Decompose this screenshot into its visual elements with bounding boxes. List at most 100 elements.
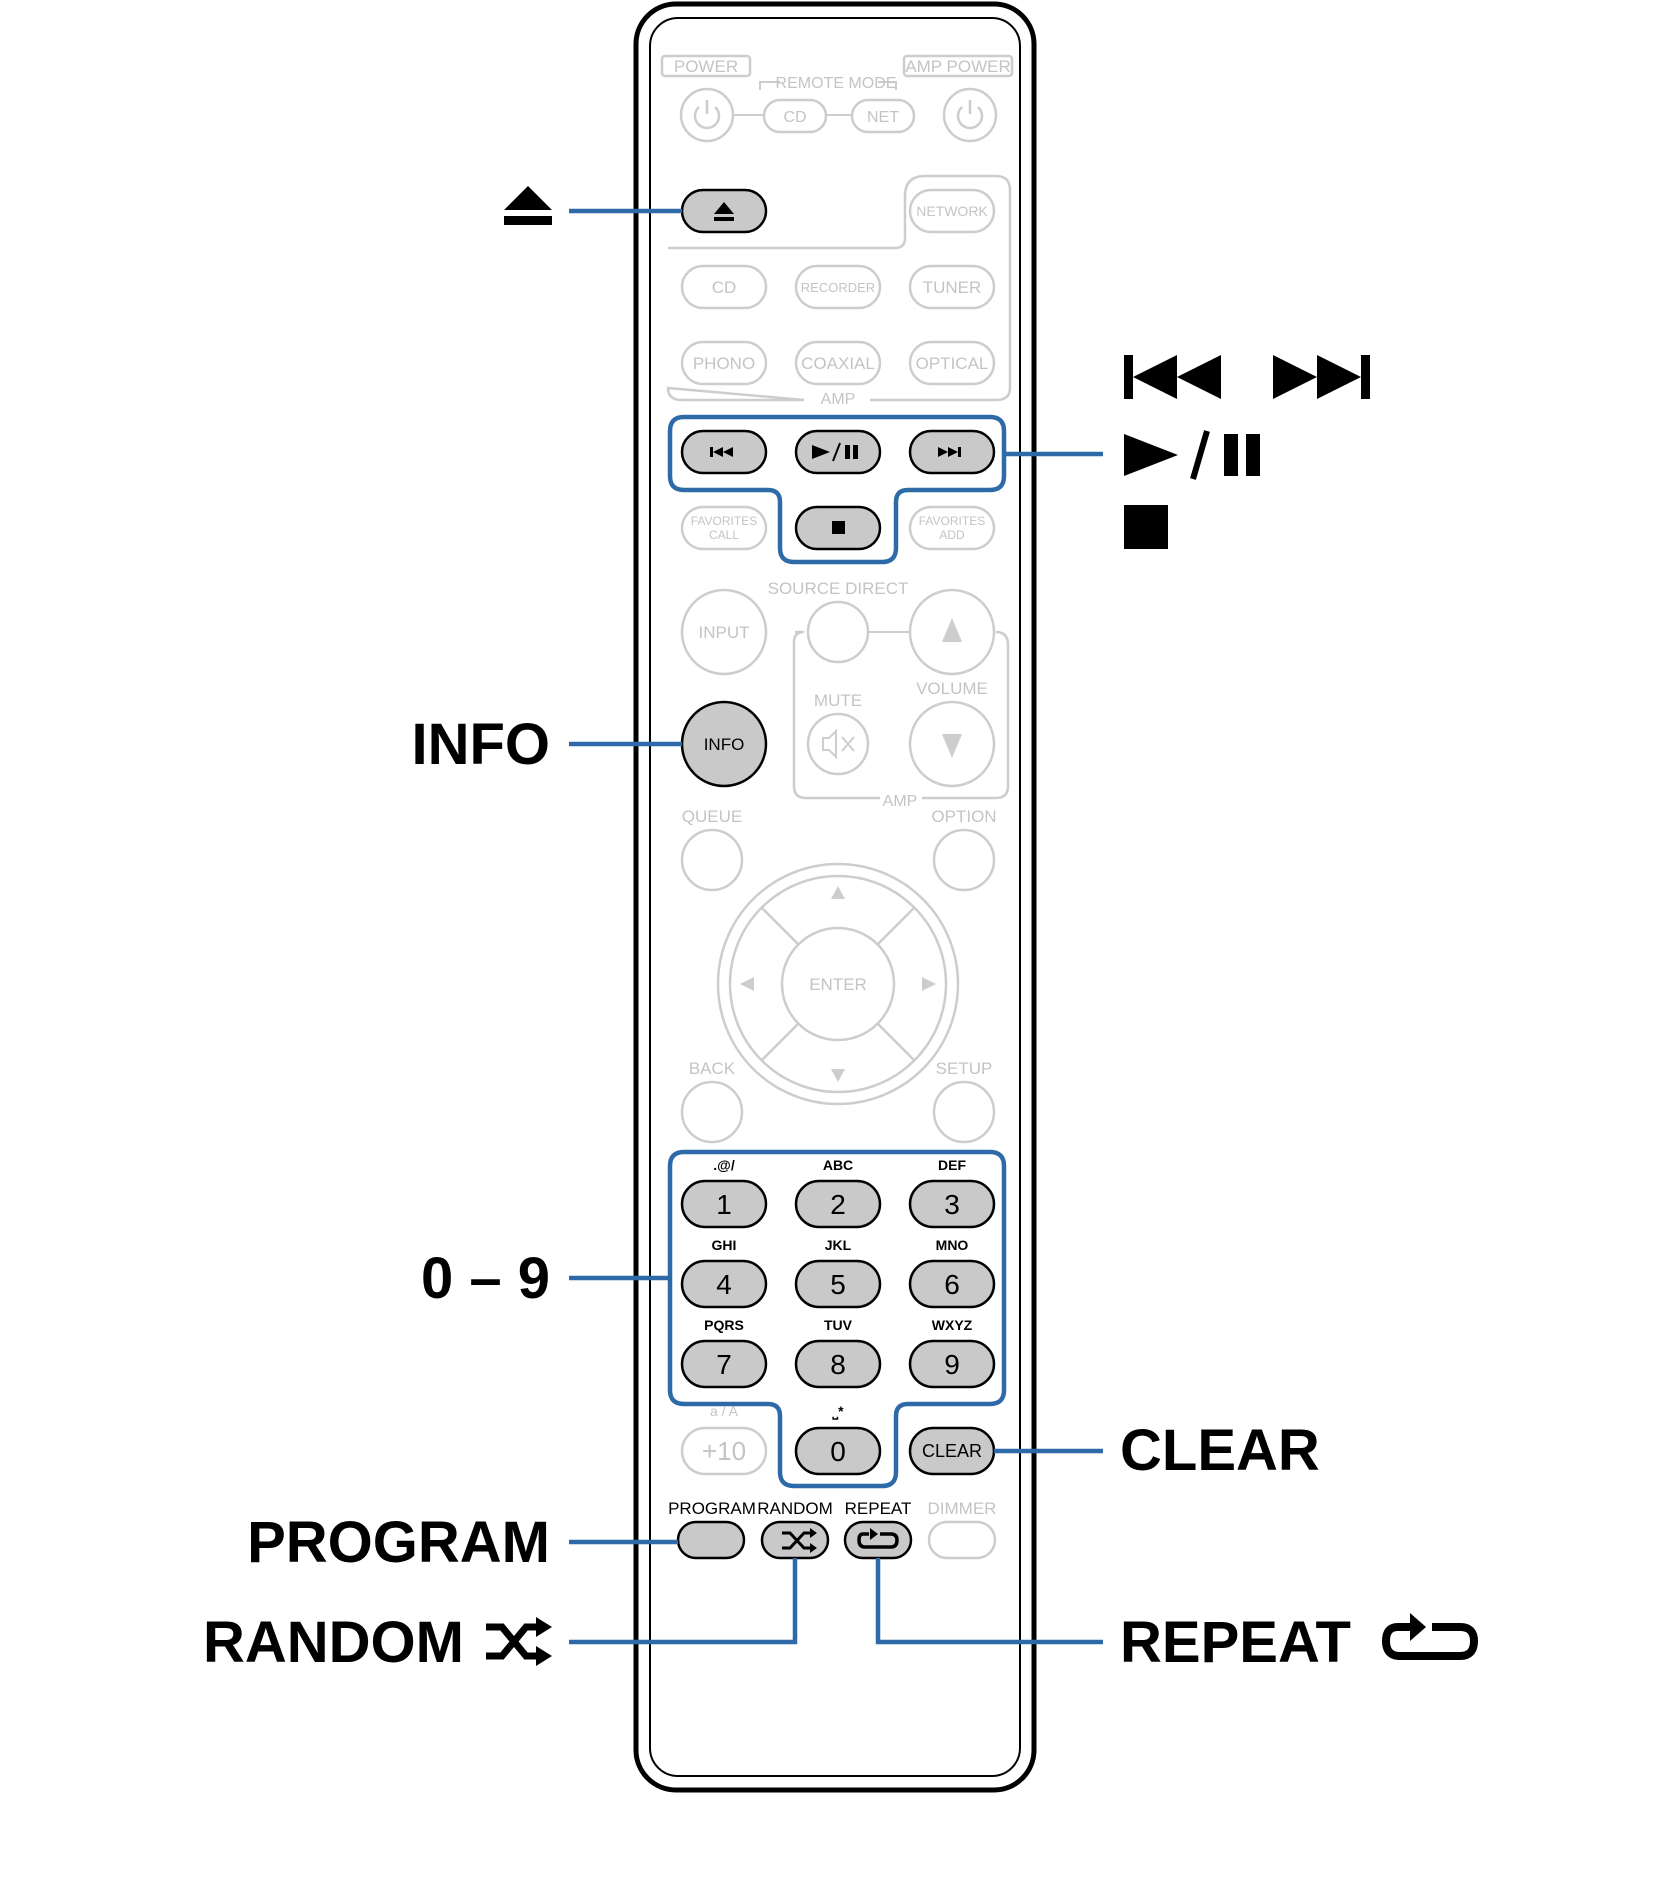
- case-label: a / A: [710, 1403, 739, 1419]
- svg-text:NET: NET: [867, 109, 899, 126]
- svg-text:0: 0: [830, 1436, 846, 1467]
- play-pause-button[interactable]: [794, 429, 882, 475]
- number-key-digit: 3: [944, 1189, 960, 1220]
- input-button[interactable]: INPUT: [680, 588, 768, 676]
- favorites-add-button[interactable]: FAVORITES ADD: [908, 505, 996, 551]
- mute-button[interactable]: [806, 712, 870, 776]
- number-key-letters: ABC: [823, 1157, 853, 1173]
- cd-mode-button[interactable]: CD: [762, 98, 828, 134]
- program-callout-label: PROGRAM: [247, 1510, 550, 1575]
- clear-button[interactable]: CLEAR: [908, 1426, 996, 1476]
- svg-text:CLEAR: CLEAR: [922, 1441, 982, 1461]
- power-button[interactable]: [679, 87, 735, 143]
- number-key-letters: .@/: [713, 1157, 735, 1173]
- number-key-digit: 7: [716, 1349, 732, 1380]
- plus10-button[interactable]: +10: [680, 1426, 768, 1476]
- optical-button[interactable]: OPTICAL: [908, 340, 996, 386]
- transport-highlight: [667, 414, 1007, 565]
- skip-back-button[interactable]: [680, 429, 768, 475]
- stop-callout-icon: [1124, 505, 1168, 549]
- option-button[interactable]: [932, 828, 996, 892]
- stop-button[interactable]: [794, 505, 882, 551]
- number-key-4[interactable]: GHI 4: [680, 1237, 768, 1309]
- numbers-callout-label: 0 – 9: [421, 1246, 550, 1311]
- source-direct-button[interactable]: [806, 600, 870, 664]
- skip-back-icon: [710, 447, 733, 457]
- coaxial-button[interactable]: COAXIAL: [794, 340, 882, 386]
- eject-icon: [504, 186, 552, 210]
- net-mode-button[interactable]: NET: [850, 98, 916, 134]
- number-key-letters: GHI: [712, 1237, 737, 1253]
- number-key-3[interactable]: DEF 3: [908, 1157, 996, 1229]
- network-button[interactable]: NETWORK: [908, 188, 996, 234]
- repeat-label: REPEAT: [845, 1499, 912, 1518]
- amp-group-label: AMP: [821, 391, 856, 408]
- setup-button[interactable]: [932, 1080, 996, 1144]
- svg-text:CALL: CALL: [709, 528, 739, 542]
- eject-button[interactable]: [680, 188, 768, 234]
- program-label: PROGRAM: [668, 1499, 756, 1518]
- remote-mode-label: REMOTE MODE: [776, 75, 897, 92]
- amp-power-button[interactable]: [942, 87, 998, 143]
- number-key-1[interactable]: .@/1: [680, 1157, 768, 1229]
- dimmer-label: DIMMER: [928, 1499, 997, 1518]
- svg-text:FAVORITES: FAVORITES: [919, 514, 985, 528]
- triangle-down-icon: [942, 734, 962, 758]
- remote-body-inner: [649, 17, 1021, 1777]
- arrow-left-icon[interactable]: [740, 977, 754, 991]
- power-label: POWER: [674, 57, 738, 76]
- play-pause-icon: [812, 442, 858, 462]
- cd-button[interactable]: CD: [680, 264, 768, 310]
- info-button[interactable]: INFO: [680, 700, 768, 788]
- svg-text:NETWORK: NETWORK: [916, 203, 988, 219]
- number-key-9[interactable]: WXYZ 9: [908, 1317, 996, 1389]
- queue-button[interactable]: [680, 828, 744, 892]
- mute-label: MUTE: [814, 691, 862, 710]
- arrow-right-icon[interactable]: [922, 977, 936, 991]
- skip-forward-icon: [938, 447, 961, 457]
- number-key-letters: WXYZ: [932, 1317, 973, 1333]
- dimmer-button[interactable]: [927, 1520, 997, 1560]
- number-key-letters: DEF: [938, 1157, 966, 1173]
- number-key-letters: JKL: [825, 1237, 852, 1253]
- svg-text:OPTICAL: OPTICAL: [916, 354, 989, 373]
- repeat-callout-label: REPEAT: [1120, 1610, 1351, 1675]
- number-key-digit: 8: [830, 1349, 846, 1380]
- source-direct-label: SOURCE DIRECT: [768, 579, 909, 598]
- enter-button[interactable]: ENTER: [780, 926, 896, 1042]
- volume-up-button[interactable]: [908, 588, 996, 676]
- random-callout-label: RANDOM: [203, 1610, 464, 1675]
- tuner-button[interactable]: TUNER: [908, 264, 996, 310]
- volume-down-button[interactable]: [908, 700, 996, 788]
- recorder-button[interactable]: RECORDER: [794, 264, 882, 310]
- repeat-icon: [1381, 1613, 1479, 1660]
- svg-text:INFO: INFO: [704, 735, 745, 754]
- phono-button[interactable]: PHONO: [680, 340, 768, 386]
- shuffle-icon: [486, 1617, 552, 1666]
- repeat-icon: [857, 1528, 899, 1549]
- number-key-digit: 9: [944, 1349, 960, 1380]
- program-button[interactable]: [676, 1520, 746, 1560]
- back-label: BACK: [689, 1059, 736, 1078]
- option-label: OPTION: [931, 807, 996, 826]
- svg-text:COAXIAL: COAXIAL: [801, 354, 875, 373]
- repeat-button[interactable]: [843, 1520, 913, 1560]
- skip-forward-button[interactable]: [908, 429, 996, 475]
- arrow-up-icon[interactable]: [831, 886, 845, 899]
- favorites-call-button[interactable]: FAVORITES CALL: [680, 505, 768, 551]
- arrow-down-icon[interactable]: [831, 1069, 845, 1082]
- back-button[interactable]: [680, 1080, 744, 1144]
- setup-label: SETUP: [936, 1059, 993, 1078]
- number-key-digit: 4: [716, 1269, 732, 1300]
- svg-text:TUNER: TUNER: [923, 278, 982, 297]
- svg-text:RECORDER: RECORDER: [801, 280, 875, 295]
- random-button[interactable]: [760, 1520, 830, 1560]
- zero-button[interactable]: 0: [794, 1426, 882, 1476]
